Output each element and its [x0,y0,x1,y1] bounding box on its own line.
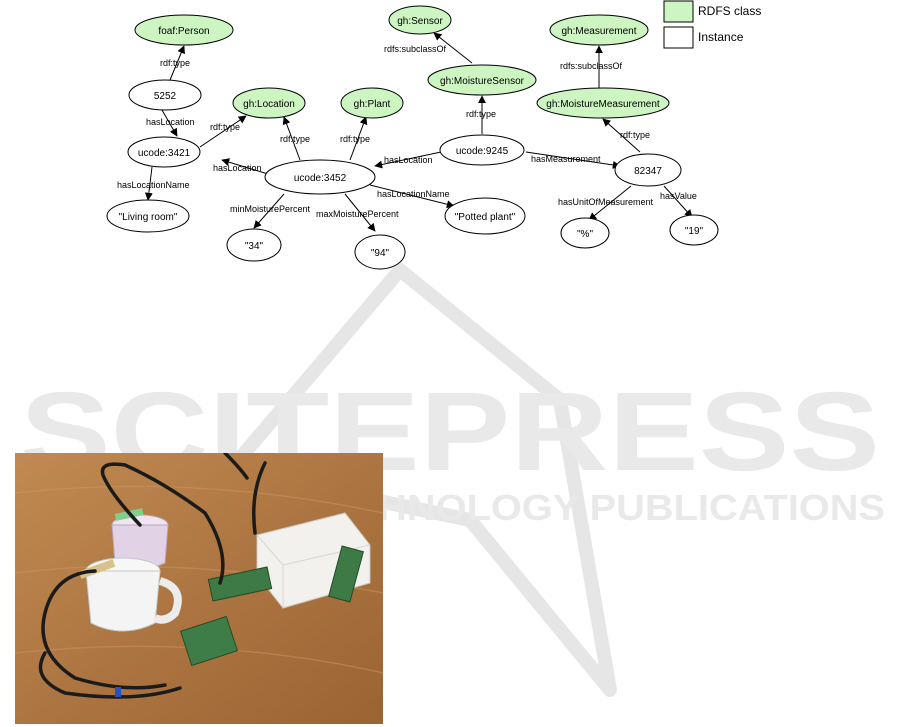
label-rdf-type-measurement: rdf:type [620,130,650,140]
edge-rdf-type-loc-3421 [199,115,247,148]
node-label-gh-moisture-sensor: gh:MoistureSensor [440,76,525,87]
cable-2 [41,569,167,690]
node-potted-plant [444,197,526,235]
cable-tie [115,687,121,697]
cable-5 [223,453,249,480]
edge-rdf-type-plant [349,116,368,161]
edge-max-moisture [344,193,376,232]
node-foaf-person [134,14,234,46]
edge-rdf-type-measurement [602,118,641,153]
node-ucode-3452 [264,159,376,195]
node-label-gh-sensor: gh:Sensor [397,16,443,27]
cable-1 [100,462,225,585]
label-rdf-type-plant: rdf:type [340,134,370,144]
label-has-unit: hasUnitOfMeasurement [558,197,654,207]
label-max-moisture: maxMoisturePercent [316,209,399,219]
label-has-location-5252: hasLocation [146,117,195,127]
edge-has-location-name-3452 [369,184,455,209]
label-rdfs-subclass-measurement: rdfs:subclassOf [560,61,623,71]
legend-class-swatch [663,0,694,23]
legend-instance-swatch [663,26,694,49]
label-has-measurement: hasMeasurement [531,154,601,164]
node-gh-sensor [388,5,452,35]
node-label-gh-measurement: gh:Measurement [561,26,636,37]
node-label-living-room: "Living room" [119,212,178,223]
node-gh-plant [340,87,404,119]
label-rdf-type-person: rdf:type [160,58,190,68]
sensor-board-1 [207,566,273,602]
label-has-location-name-3421: hasLocationName [117,180,190,190]
node-34 [226,228,282,262]
node-gh-moisture-measurement [536,87,670,119]
node-gh-location [232,87,306,119]
node-ucode-9245 [439,134,525,166]
node-label-82347: 82347 [634,166,662,177]
edge-min-moisture [253,193,285,229]
node-82347 [614,153,682,187]
edge-rdfs-subclass-sensor [433,32,473,64]
node-label-gh-location: gh:Location [243,99,295,110]
node-ucode-3421 [127,136,201,168]
front-mug-handle [153,577,182,624]
edge-has-location-9245 [374,151,442,169]
node-19 [669,214,719,246]
edge-has-unit [588,185,632,221]
edge-has-measurement [525,151,621,169]
front-mug-body [85,570,161,632]
node-label-94: "94" [371,248,390,259]
edge-has-location-5252 [161,109,178,137]
node-label-ucode-3421: ucode:3421 [138,148,191,159]
node-label-gh-plant: gh:Plant [354,99,391,110]
edge-has-location-3452 [221,158,269,175]
hardware-photo-drawing [15,453,383,724]
node-label-foaf-person: foaf:Person [158,26,209,37]
node-percent [560,217,610,249]
sensor-board-3 [179,615,239,667]
node-label-ucode-3452: ucode:3452 [294,173,347,184]
node-gh-moisture-sensor [427,64,537,96]
legend-class-label: RDFS class [698,4,761,18]
cable-4 [252,461,267,535]
label-has-location-name-3452: hasLocationName [377,189,450,199]
sensor-probe-2 [78,559,116,579]
watermark-book-shape [223,263,617,697]
hardware-photo [15,453,383,724]
legend-instance-label: Instance [698,30,744,44]
cable-3 [38,651,182,699]
node-label-19: "19" [685,226,704,237]
node-label-percent: "%" [577,229,593,240]
node-94 [354,234,406,270]
node-label-ucode-9245: ucode:9245 [456,146,509,157]
node-living-room [106,199,190,233]
label-has-location-3452: hasLocation [213,163,262,173]
rdf-graph-diagram: rdf:type hasLocation rdf:type hasLocatio… [106,0,761,270]
label-has-value: hasValue [660,191,697,201]
node-label-5252: 5252 [154,91,177,102]
label-has-location-9245: hasLocation [384,155,433,165]
label-rdf-type-loc-3421: rdf:type [210,122,240,132]
node-label-potted-plant: "Potted plant" [455,212,516,223]
edge-has-value [663,185,693,218]
sensor-board-2 [328,545,364,603]
legend: RDFS class Instance [663,0,761,49]
edge-rdf-type-loc-3452 [282,116,301,161]
label-rdf-type-loc-3452: rdf:type [280,134,310,144]
node-label-34: "34" [245,241,264,252]
edge-has-location-name-3421 [144,166,153,201]
label-min-moisture: minMoisturePercent [230,204,311,214]
node-5252 [128,79,202,111]
node-label-gh-moisture-measurement: gh:MoistureMeasurement [546,99,660,110]
label-rdf-type-sensor: rdf:type [466,109,496,119]
node-gh-measurement [549,14,649,46]
edge-rdf-type-person [169,45,185,81]
label-rdfs-subclass-sensor: rdfs:subclassOf [384,44,447,54]
